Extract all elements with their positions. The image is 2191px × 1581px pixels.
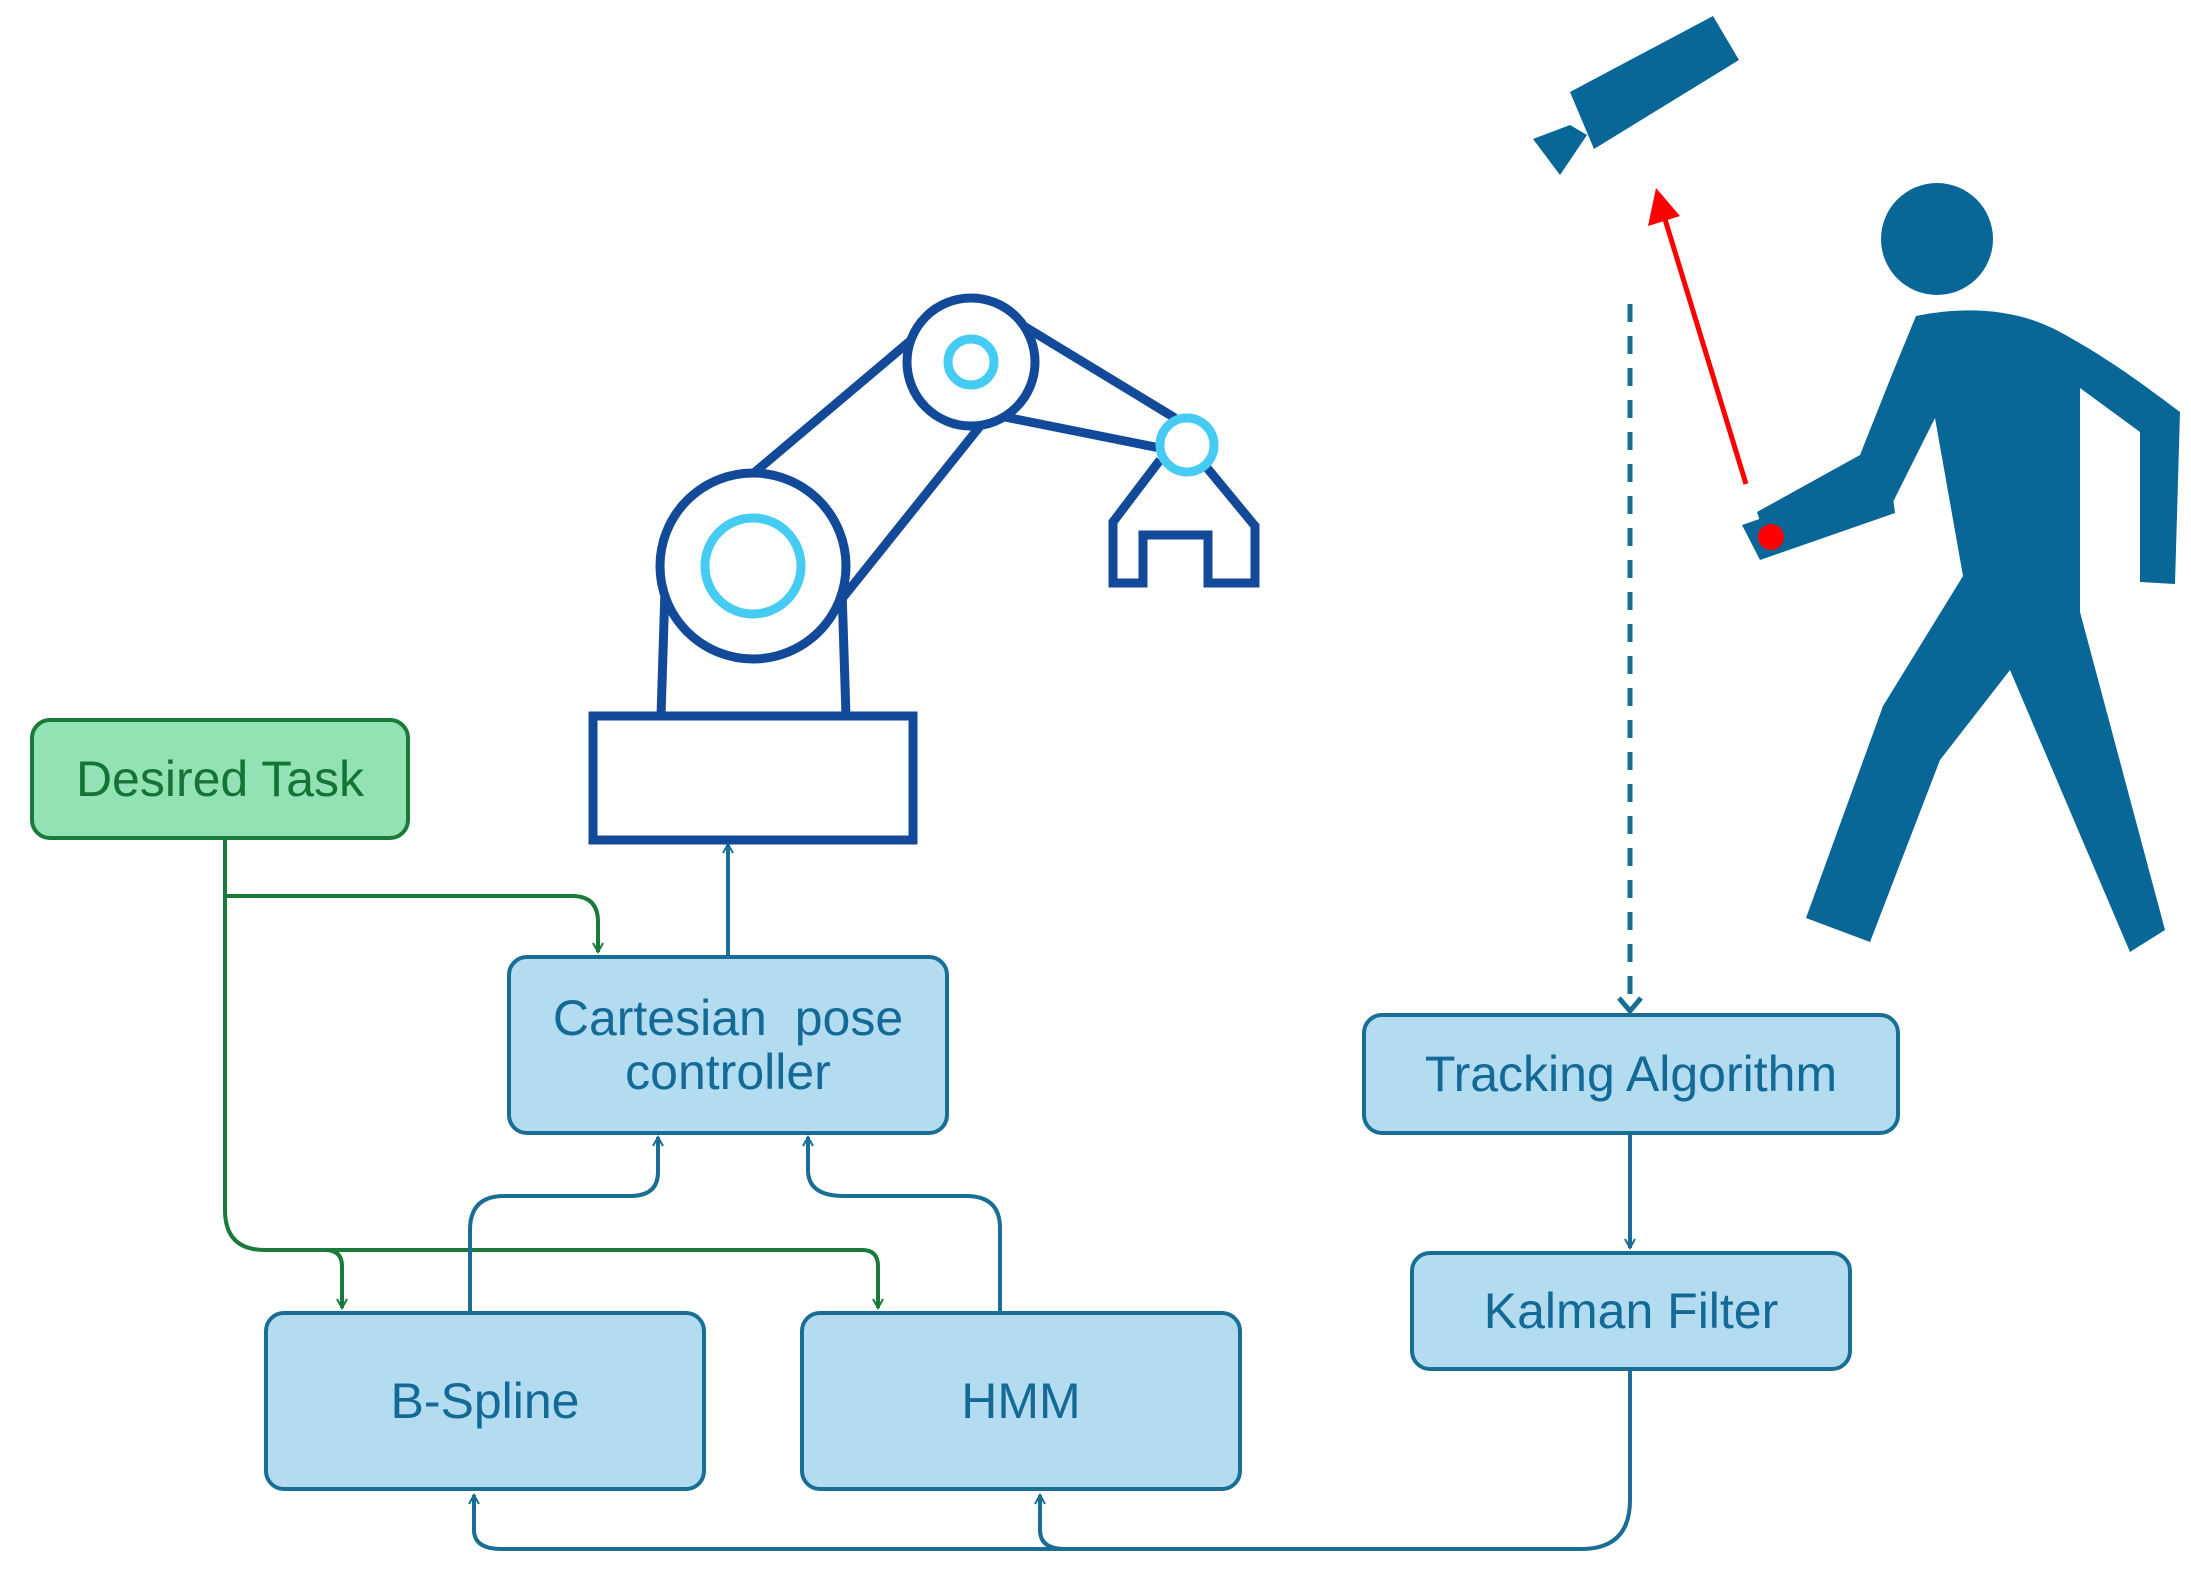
tracking-algorithm-label: Tracking Algorithm — [1424, 1046, 1838, 1102]
wrist-joint — [1155, 413, 1219, 477]
hmm-label: HMM — [961, 1373, 1081, 1429]
shoulder-joint-inner — [700, 513, 806, 619]
kalman-filter-box: Kalman Filter — [1410, 1251, 1852, 1371]
b-spline-box: B-Spline — [264, 1311, 706, 1491]
desired-task-label: Desired Task — [75, 751, 365, 807]
flow-connectors — [468, 844, 1632, 1551]
kalman-filter-label: Kalman Filter — [1483, 1283, 1779, 1339]
task-connectors — [223, 838, 878, 1308]
robot-base — [588, 711, 918, 845]
gesture-arrow — [1648, 188, 1749, 485]
elbow-joint-inner — [943, 334, 999, 390]
hmm-to-controller — [808, 1137, 1002, 1311]
task-to-bspline-and-hmm — [223, 896, 878, 1308]
desired-task-box: Desired Task — [30, 718, 410, 840]
task-to-bspline — [324, 1248, 342, 1308]
tracked-marker — [1758, 524, 1784, 550]
cartesian-pose-controller-label: Cartesian pose controller — [552, 990, 904, 1100]
hmm-box: HMM — [800, 1311, 1242, 1491]
tracking-algorithm-box: Tracking Algorithm — [1362, 1013, 1900, 1135]
task-to-controller — [223, 838, 598, 952]
kalman-to-models — [474, 1371, 1632, 1551]
cartesian-pose-controller-box: Cartesian pose controller — [507, 955, 949, 1135]
person-head — [1881, 183, 1993, 295]
gripper — [1108, 457, 1260, 588]
robot-arm-icon — [588, 293, 1260, 845]
b-spline-label: B-Spline — [390, 1373, 580, 1429]
camera-icon — [1533, 16, 1739, 175]
bspline-to-controller — [468, 1137, 658, 1311]
walking-person-icon — [1742, 183, 2180, 952]
person-body — [1757, 310, 2180, 952]
kalman-to-hmm — [1040, 1495, 1066, 1551]
camera-feed-dashed-arrow — [1617, 304, 1643, 1015]
